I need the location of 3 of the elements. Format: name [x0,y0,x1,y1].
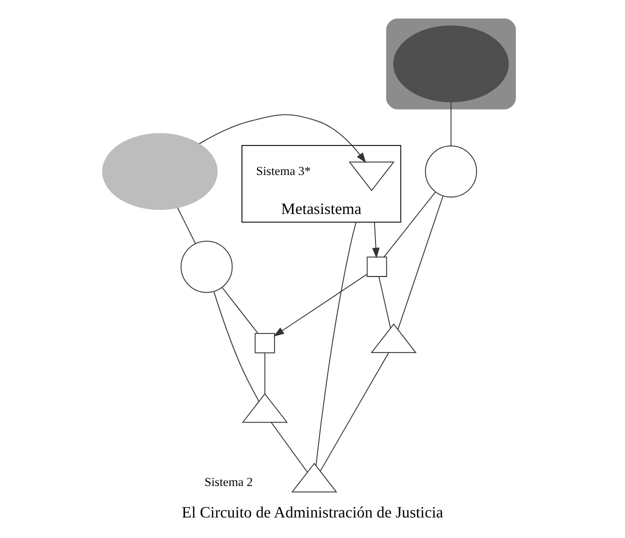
node-label: Sistema 3* [256,164,311,178]
caption: El Circuito de Administración de Justicia [182,504,444,522]
node-label: Sistema 2 [204,474,253,489]
